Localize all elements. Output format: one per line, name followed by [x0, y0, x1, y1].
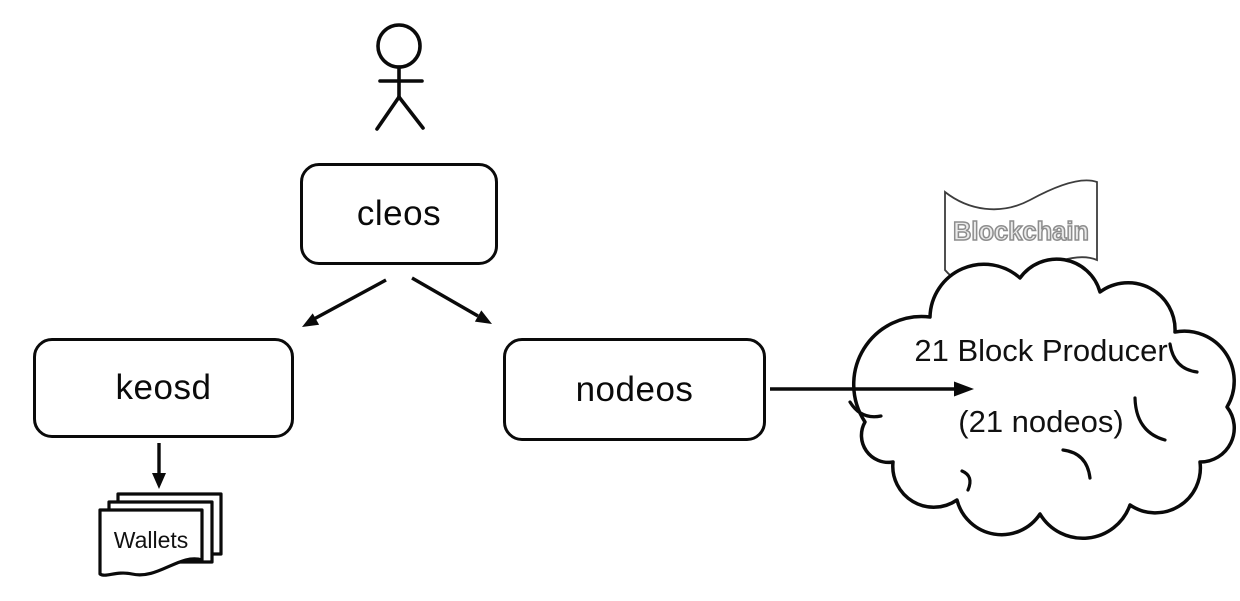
node-cleos: cleos: [300, 163, 498, 265]
arrow-nodeos-to-cloud: [770, 381, 974, 397]
node-nodeos-label: nodeos: [575, 369, 694, 409]
cloud-inner-arcs: [848, 342, 1199, 492]
blockchain-flag-icon: Blockchain: [944, 179, 1098, 291]
wallets-stack-icon: [98, 492, 223, 577]
node-nodeos: nodeos: [503, 338, 766, 441]
node-keosd-label: keosd: [115, 368, 212, 407]
arrow-keosd-to-wallets: [152, 443, 166, 489]
arrow-cleos-to-nodeos: [411, 276, 492, 324]
flag-label: Blockchain: [953, 218, 1089, 246]
cloud-label-line2: (21 nodeos): [958, 404, 1124, 439]
node-keosd: keosd: [33, 338, 294, 438]
block-producer-cloud: [848, 257, 1236, 541]
node-cleos-label: cleos: [356, 194, 442, 233]
cloud-label-line1: 21 Block Producer: [914, 333, 1168, 368]
user-icon: [375, 23, 425, 131]
arrow-cleos-to-keosd: [302, 278, 387, 327]
wallets-label: Wallets: [113, 527, 189, 553]
